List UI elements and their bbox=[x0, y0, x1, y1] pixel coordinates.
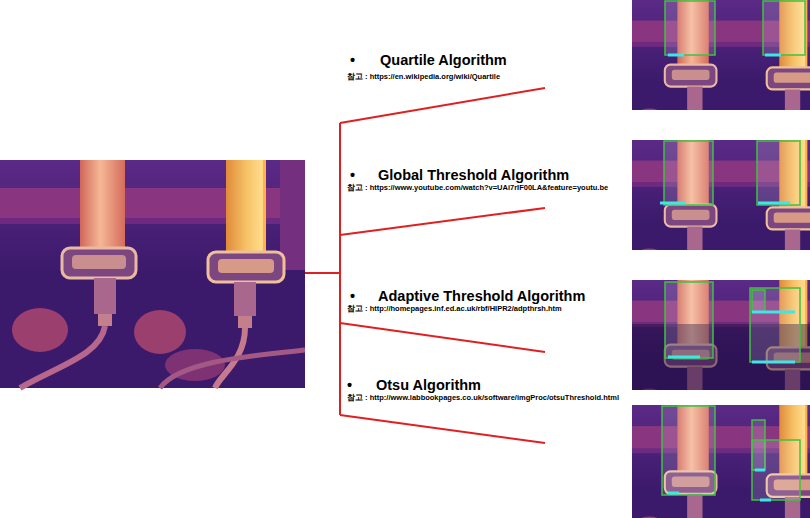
level-markers bbox=[660, 55, 795, 500]
level-markers bbox=[668, 356, 700, 359]
level-markers bbox=[660, 202, 686, 205]
branch-lines bbox=[340, 415, 545, 443]
reference-note: 참고 : https://www.youtube.com/watch?v=UAi… bbox=[347, 184, 608, 192]
detection-boxes bbox=[750, 288, 800, 362]
level-markers bbox=[758, 202, 790, 205]
branch-lines bbox=[305, 272, 341, 274]
detection-boxes bbox=[664, 141, 713, 205]
branch-lines bbox=[339, 123, 341, 415]
detection-boxes bbox=[662, 1, 805, 500]
branch-lines bbox=[340, 323, 545, 352]
level-markers bbox=[752, 361, 795, 364]
branch-lines bbox=[340, 88, 545, 123]
bullet: • bbox=[347, 378, 352, 393]
detection-boxes bbox=[763, 1, 805, 55]
bullet: • bbox=[350, 168, 355, 183]
reference-note: 참고 : http://www.labbookpages.co.uk/softw… bbox=[347, 394, 619, 402]
detection-boxes bbox=[757, 141, 800, 205]
reference-note: 참고 : http://homepages.inf.ed.ac.uk/rbf/H… bbox=[347, 305, 562, 313]
algorithm-name: Otsu Algorithm bbox=[376, 378, 481, 393]
reference-note: 참고 : https://en.wikipedia.org/wiki/Quart… bbox=[347, 73, 500, 81]
bullet: • bbox=[350, 289, 355, 304]
branch-lines bbox=[305, 88, 545, 443]
algorithm-name: Quartile Algorithm bbox=[380, 53, 507, 68]
algorithm-name: Adaptive Threshold Algorithm bbox=[378, 289, 585, 304]
detection-boxes bbox=[665, 282, 713, 358]
result-thumbnails bbox=[622, 0, 810, 518]
otsu-result bbox=[622, 405, 810, 518]
detection-boxes bbox=[752, 440, 800, 500]
algorithm-name: Global Threshold Algorithm bbox=[378, 168, 569, 183]
level-markers bbox=[755, 469, 765, 472]
otsu-result bbox=[622, 405, 810, 518]
level-markers bbox=[760, 499, 771, 502]
level-markers bbox=[765, 54, 781, 57]
detection-boxes bbox=[665, 1, 715, 55]
branch-lines bbox=[340, 208, 545, 235]
thermal-image bbox=[0, 160, 305, 388]
detection-boxes bbox=[662, 406, 715, 495]
level-markers bbox=[668, 492, 679, 495]
detection-boxes bbox=[752, 290, 765, 312]
level-markers bbox=[752, 311, 795, 314]
bullet: • bbox=[350, 53, 355, 68]
level-markers bbox=[668, 54, 684, 57]
